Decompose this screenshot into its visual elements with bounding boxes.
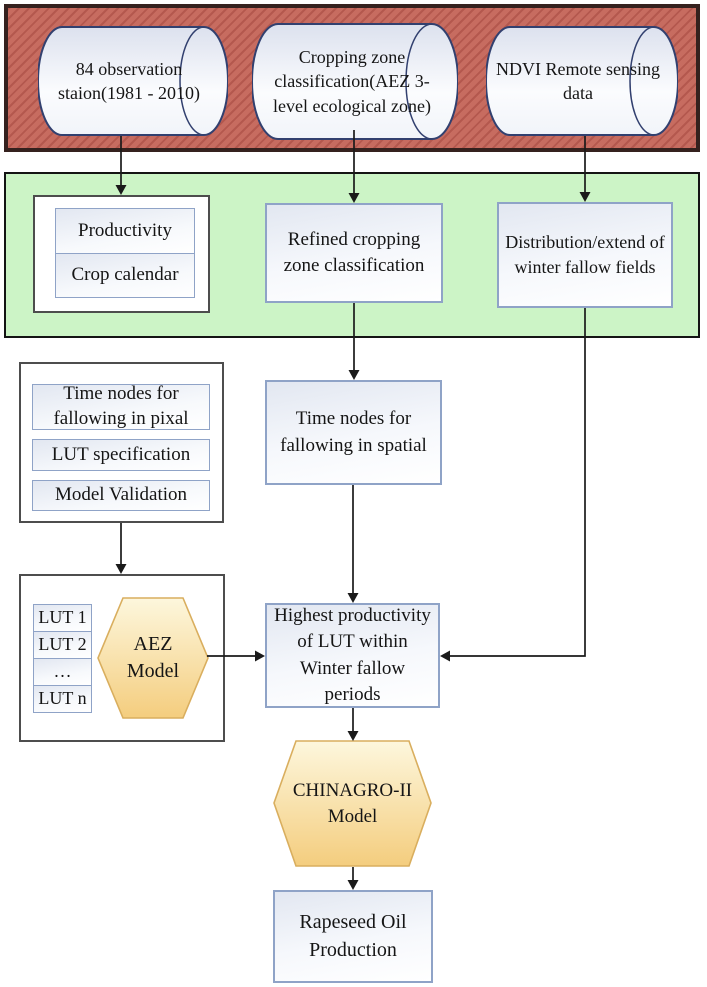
box-winter-fallow-distribution: Distribution/extend of winter fallow fie… — [497, 202, 673, 308]
highest-productivity-label: Highest productivity of LUT within Winte… — [274, 605, 431, 705]
refined-cropping-zone-label: Refined cropping zone classification — [283, 228, 425, 276]
box-model-validation: Model Validation — [32, 480, 210, 511]
cylinder-label: 84 observation staion(1981 - 2010) — [38, 26, 228, 136]
box-lut-n: LUT n — [33, 685, 92, 713]
hexagon-icon — [97, 597, 209, 719]
time-nodes-pixel-label: Time nodes for fallowing in pixal — [53, 383, 189, 429]
chinagro-model-label: CHINAGRO-II Model — [273, 740, 432, 867]
arrow-distribution-to-highest — [450, 308, 586, 657]
cylinder-label: Cropping zone classification(AEZ 3-level… — [252, 23, 458, 140]
time-nodes-spatial-label: Time nodes for fallowing in spatial — [280, 408, 427, 456]
rapeseed-oil-label: Rapeseed Oil Production — [299, 910, 407, 961]
box-crop-calendar: Crop calendar — [55, 253, 195, 298]
box-time-nodes-pixel: Time nodes for fallowing in pixal — [32, 383, 210, 430]
cylinder-observation-stations: 84 observation staion(1981 - 2010) — [38, 26, 228, 136]
box-lut-specification: LUT specification — [32, 439, 210, 471]
lut-1-label: LUT 1 — [38, 607, 87, 628]
lut-2-label: LUT 2 — [38, 634, 87, 655]
crop-calendar-label: Crop calendar — [71, 264, 179, 286]
cylinder-cropping-zone-classification: Cropping zone classification(AEZ 3-level… — [252, 23, 458, 140]
box-highest-productivity: Highest productivity of LUT within Winte… — [265, 603, 440, 708]
chinagro-line2: Model — [327, 805, 378, 827]
cropping-zone-classification-label: Cropping zone classification(AEZ 3-level… — [273, 47, 431, 116]
hexagon-icon — [273, 740, 432, 867]
observation-stations-label: 84 observation staion(1981 - 2010) — [58, 58, 200, 103]
winter-fallow-distribution-label: Distribution/extend of winter fallow fie… — [505, 232, 665, 277]
box-lut-ellipsis: … — [33, 658, 92, 686]
group-lut-aez-model: LUT 1 LUT 2 … LUT n AEZ Model — [19, 574, 225, 742]
group-pixel-analysis: Time nodes for fallowing in pixal LUT sp… — [19, 362, 224, 523]
stored-data-cylinder-icon — [486, 26, 678, 136]
box-lut-2: LUT 2 — [33, 631, 92, 659]
lut-n-label: LUT n — [38, 688, 87, 709]
ndvi-remote-sensing-label: NDVI Remote sensing data — [496, 58, 660, 103]
aez-line2: Model — [126, 660, 180, 682]
cylinder-ndvi-remote-sensing: NDVI Remote sensing data — [486, 26, 678, 136]
box-productivity: Productivity — [55, 208, 195, 254]
stored-data-cylinder-icon — [252, 23, 458, 140]
productivity-label: Productivity — [78, 219, 172, 241]
lut-specification-label: LUT specification — [51, 443, 191, 465]
cylinder-label: NDVI Remote sensing data — [486, 26, 678, 136]
box-rapeseed-oil-production: Rapeseed Oil Production — [273, 890, 433, 983]
box-time-nodes-spatial: Time nodes for fallowing in spatial — [265, 380, 442, 485]
stored-data-cylinder-icon — [38, 26, 228, 136]
aez-model-label: AEZ Model — [97, 597, 209, 719]
box-lut-1: LUT 1 — [33, 604, 92, 632]
aez-line1: AEZ — [133, 633, 173, 655]
hexagon-aez-model: AEZ Model — [97, 597, 209, 719]
model-validation-label: Model Validation — [54, 484, 188, 506]
group-station-outputs: Productivity Crop calendar — [33, 195, 210, 313]
lut-ellipsis-label: … — [53, 661, 72, 682]
chinagro-line1: CHINAGRO-II — [292, 779, 413, 801]
hexagon-chinagro-model: CHINAGRO-II Model — [273, 740, 432, 867]
box-refined-cropping-zone: Refined cropping zone classification — [265, 203, 443, 303]
